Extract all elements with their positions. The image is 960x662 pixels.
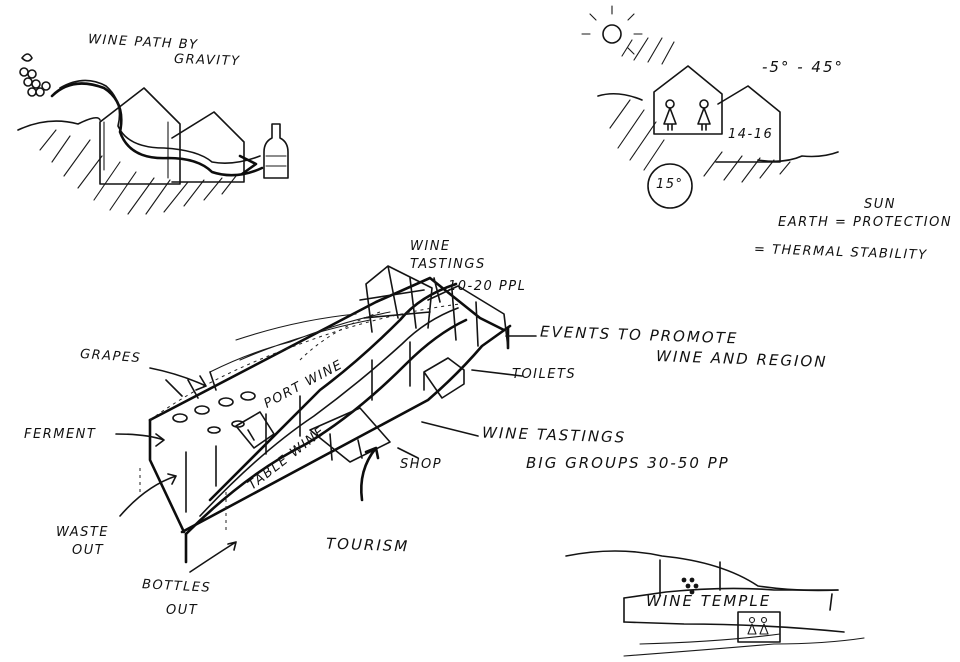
bottles-out-label: OUT: [166, 603, 199, 618]
inner-temp-label: 14-16: [728, 127, 774, 142]
people-small-icon: [747, 616, 769, 635]
shop-label: SHOP: [400, 457, 443, 472]
wine-temple-label: WINE TEMPLE: [646, 592, 772, 610]
tastings-top-label: TASTINGS: [410, 257, 486, 272]
bottle-icon: [263, 123, 289, 179]
ferment-label: FERMENT: [24, 427, 97, 442]
gravity-sketch: [17, 53, 289, 215]
grapes-label: GRAPES: [79, 346, 142, 367]
gravity-label: GRAVITY: [173, 51, 241, 70]
wine-temple-sketch: [565, 550, 865, 657]
people-icon: [663, 99, 711, 131]
bottles-label: BOTTLES: [141, 577, 212, 596]
thermal-sketch: [581, 5, 839, 209]
temp-range-label: -5° - 45°: [762, 58, 844, 76]
wine-tastings-top-label: WINE: [410, 239, 451, 254]
tourism-label: TOURISM: [325, 534, 410, 556]
waste-out-label: OUT: [72, 543, 105, 558]
grapes-icon: [19, 53, 51, 97]
grapes-small-icon: [681, 577, 699, 595]
sun-icon: [581, 5, 675, 65]
toilets-label: TOILETS: [512, 367, 577, 382]
sun-label: SUN: [864, 197, 896, 212]
small-groups-label: 10-20 PPL: [448, 279, 527, 294]
building-sketch: [115, 265, 537, 573]
waste-label: WASTE: [56, 525, 110, 540]
ground-temp-label: 15°: [656, 177, 684, 192]
earth-protection-label: EARTH = PROTECTION: [778, 215, 953, 230]
big-groups-label: BIG GROUPS 30-50 PP: [526, 454, 730, 472]
